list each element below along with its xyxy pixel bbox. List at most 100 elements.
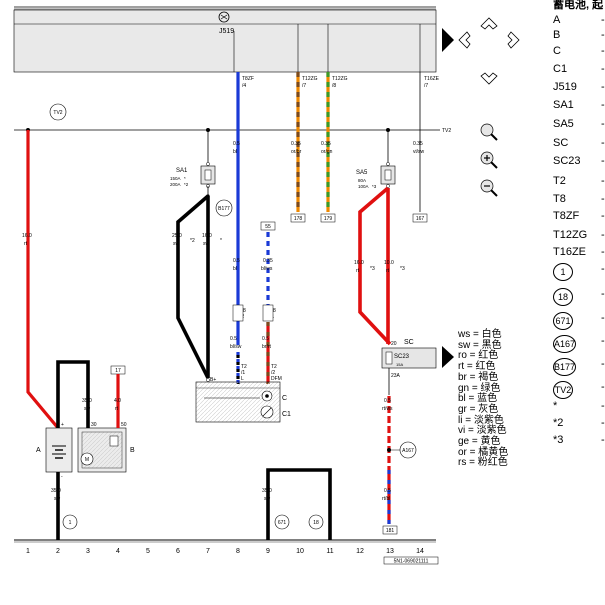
wire-col9[interactable]: 55 0.35 bl/ws T8 /1 0.5 br/rt T2 /2 DFM — [260, 221, 282, 384]
svg-text:35.0: 35.0 — [82, 398, 92, 404]
svg-text:TV2: TV2 — [53, 110, 62, 116]
svg-text:150A: 150A — [170, 176, 181, 181]
wire-col6-col7[interactable]: 25.0 sw *2 16.0 sw * — [172, 194, 222, 379]
column-number: 7 — [206, 548, 210, 555]
wire-col8[interactable]: T8ZF /4 0.5 bl 0.5 bl T8 /2 0.5 bl/sw T2… — [230, 72, 254, 384]
legend-code: T8 — [553, 193, 566, 205]
color-key-entry: vi = 淡紫色 — [458, 425, 507, 437]
legend-dash: - — [601, 434, 605, 446]
ground-point-18: 18 — [313, 520, 319, 526]
page-continue-arrow-top[interactable] — [442, 28, 454, 52]
svg-text:sw: sw — [173, 241, 180, 247]
svg-text:0.5: 0.5 — [384, 398, 391, 404]
column-numbers: 1 2 3 4 5 6 7 8 9 10 11 12 13 14 5N1-069… — [26, 548, 439, 565]
connector-t8-b — [262, 304, 274, 322]
legend-item: SA1- — [553, 99, 605, 111]
svg-text:T2: T2 — [271, 364, 277, 370]
svg-text:*: * — [184, 176, 186, 181]
svg-text:bl/ws: bl/ws — [261, 266, 273, 272]
legend-code: C — [553, 45, 561, 57]
legend-item: C- — [553, 45, 605, 57]
svg-text:T16ZE: T16ZE — [424, 76, 440, 82]
legend-item: SA5- — [553, 118, 605, 130]
legend-code: A — [553, 14, 561, 26]
wire-col9-col11-ground[interactable]: 35.0 sw 671 18 — [262, 468, 332, 540]
ref-178: 178 — [294, 216, 303, 222]
column-number: 1 — [26, 548, 30, 555]
ref-181: 181 — [386, 528, 395, 534]
doc-number: 5N1-069021111 — [394, 559, 429, 565]
svg-text:B: B — [130, 447, 135, 454]
svg-text:0.5: 0.5 — [233, 141, 240, 147]
legend-dash: - — [601, 99, 605, 111]
splice-tv2: TV2 — [49, 103, 67, 121]
legend-dash: - — [601, 81, 605, 93]
svg-text:rt: rt — [386, 268, 390, 274]
svg-text:16.0: 16.0 — [202, 233, 212, 239]
svg-text:/7: /7 — [424, 83, 428, 89]
pan-control[interactable] — [458, 17, 520, 85]
page-continue-arrow-bottom[interactable] — [442, 346, 454, 368]
svg-text:16.0: 16.0 — [354, 260, 364, 266]
ref-167: 167 — [416, 216, 425, 222]
wire-col2-col3-col4[interactable]: 35.0 sw 17 4.0 rt 35.0 sw — [51, 360, 126, 540]
svg-text:T2: T2 — [241, 364, 247, 370]
legend-item: T2- — [553, 175, 605, 187]
svg-text:35.0: 35.0 — [262, 488, 272, 494]
color-key-entry: li = 淡紫色 — [458, 414, 504, 426]
color-key-entry: sw = 黑色 — [458, 339, 502, 351]
svg-text:0.5: 0.5 — [262, 336, 269, 342]
legend-code: C1 — [553, 63, 568, 75]
svg-text:*: * — [220, 238, 222, 244]
zoom-reset-icon[interactable] — [480, 123, 498, 141]
legend-item: SC23- — [553, 155, 605, 167]
color-key-entry: bl = 蓝色 — [458, 393, 498, 405]
module-j519-label: J519 — [219, 28, 234, 35]
svg-text:0.5: 0.5 — [384, 488, 391, 494]
pan-right-icon[interactable] — [507, 31, 520, 49]
svg-text:rt/ws: rt/ws — [382, 406, 393, 412]
svg-text:rt/bl: rt/bl — [382, 496, 390, 502]
column-number: 2 — [56, 548, 60, 555]
wire-col12-col13[interactable]: 16.0 rt *3 10.0 rt *3 — [354, 186, 405, 346]
wire-col11[interactable]: T12ZG /8 0.35 or/gn 179 — [320, 72, 348, 223]
legend-dash: - — [601, 358, 605, 370]
svg-text:B+: B+ — [210, 377, 216, 383]
splice-a167: A167 — [389, 441, 417, 459]
legend-dash: - — [601, 417, 605, 429]
legend-item: T12ZG- — [553, 229, 605, 241]
pan-left-icon[interactable] — [458, 31, 471, 49]
zoom-in-icon[interactable] — [480, 151, 498, 169]
pan-down-icon[interactable] — [480, 72, 498, 85]
wire-col13-lower[interactable]: 0.5 rt/ws 0.5 rt/bl 181 — [382, 396, 398, 535]
column-number: 9 — [266, 548, 270, 555]
doc-number-box — [383, 556, 439, 565]
pan-up-icon[interactable] — [480, 17, 498, 30]
svg-text:16.0: 16.0 — [22, 233, 32, 239]
legend-item: T8ZF- — [553, 210, 605, 222]
wire-col14[interactable]: T16ZE /7 0.35 vi/sw 167 — [412, 72, 440, 223]
legend-item: A- — [553, 14, 605, 26]
svg-text:TV2: TV2 — [442, 128, 451, 134]
svg-text:80A: 80A — [358, 178, 366, 183]
legend-item: J519- — [553, 81, 605, 93]
svg-text:SA1: SA1 — [176, 168, 188, 174]
wire-col10[interactable]: T12ZG /7 0.35 or/br 178 — [290, 72, 318, 223]
svg-text:sw: sw — [84, 406, 91, 412]
legend-dash: - — [601, 210, 605, 222]
column-number: 4 — [116, 548, 120, 555]
legend-title: 蓄电池, 起 — [553, 0, 604, 11]
color-key-entry: or = 橘黄色 — [458, 446, 509, 458]
color-key-entry: gn = 绿色 — [458, 382, 501, 394]
splice-b177: B177 — [215, 199, 233, 217]
legend-code: T12ZG — [553, 229, 588, 241]
wire-col1[interactable]: 16.0 rt — [22, 130, 60, 430]
svg-text:*3: *3 — [372, 184, 377, 189]
ref-17: 17 — [115, 368, 121, 374]
legend-dash: - — [601, 29, 605, 41]
color-key-entry: rs = 粉红色 — [458, 457, 508, 469]
svg-text:25.0: 25.0 — [172, 233, 182, 239]
legend-dash: - — [601, 312, 605, 324]
zoom-out-icon[interactable] — [480, 179, 498, 197]
